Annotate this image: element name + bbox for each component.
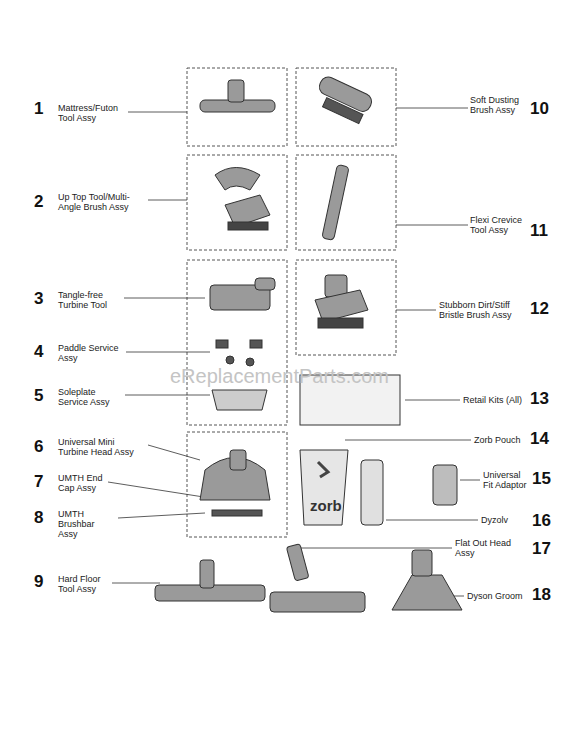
callout-number: 12 xyxy=(530,300,549,318)
callout-number: 13 xyxy=(530,390,549,408)
part-name: Retail Kits (All) xyxy=(463,395,525,405)
part-name: Stubborn Dirt/Stiff Bristle Brush Assy xyxy=(439,300,521,320)
callout-number: 15 xyxy=(532,470,551,488)
callout-number: 4 xyxy=(34,343,43,361)
callout-number: 6 xyxy=(34,438,43,456)
part-name: UMTH Brushbar Assy xyxy=(58,509,116,539)
part-name: Hard Floor Tool Assy xyxy=(58,574,110,594)
part-name: Zorb Pouch xyxy=(474,435,526,445)
watermark: eReplacementParts.com xyxy=(170,365,389,388)
callout-number: 8 xyxy=(34,509,43,527)
callout-number: 9 xyxy=(34,573,43,591)
part-name: Up Top Tool/Multi-Angle Brush Assy xyxy=(58,192,146,212)
part-name: Flexi Crevice Tool Assy xyxy=(470,215,530,235)
part-name: Flat Out Head Assy xyxy=(455,538,515,558)
callout-number: 7 xyxy=(34,473,43,491)
part-name: Tangle-free Turbine Tool xyxy=(58,290,122,310)
part-name: Mattress/Futon Tool Assy xyxy=(58,103,130,123)
callout-number: 2 xyxy=(34,193,43,211)
callout-number: 1 xyxy=(34,100,43,118)
part-name: Universal Fit Adaptor xyxy=(483,470,528,490)
part-name: Dyzolv xyxy=(481,515,526,525)
callout-number: 14 xyxy=(530,430,549,448)
part-name: Universal Mini Turbine Head Assy xyxy=(58,437,146,457)
callout-number: 5 xyxy=(34,387,43,405)
part-name: UMTH End Cap Assy xyxy=(58,473,106,493)
callout-number: 17 xyxy=(532,540,551,558)
callout-number: 18 xyxy=(532,586,551,604)
product-print: zorb xyxy=(310,497,342,514)
callout-number: 3 xyxy=(34,290,43,308)
part-name: Soft Dusting Brush Assy xyxy=(470,95,530,115)
part-name: Dyson Groom xyxy=(467,591,529,601)
callout-number: 16 xyxy=(532,512,551,530)
part-name: Soleplate Service Assy xyxy=(58,387,122,407)
callout-number: 11 xyxy=(530,222,548,240)
callout-number: 10 xyxy=(530,100,549,118)
part-name: Paddle Service Assy xyxy=(58,343,124,363)
